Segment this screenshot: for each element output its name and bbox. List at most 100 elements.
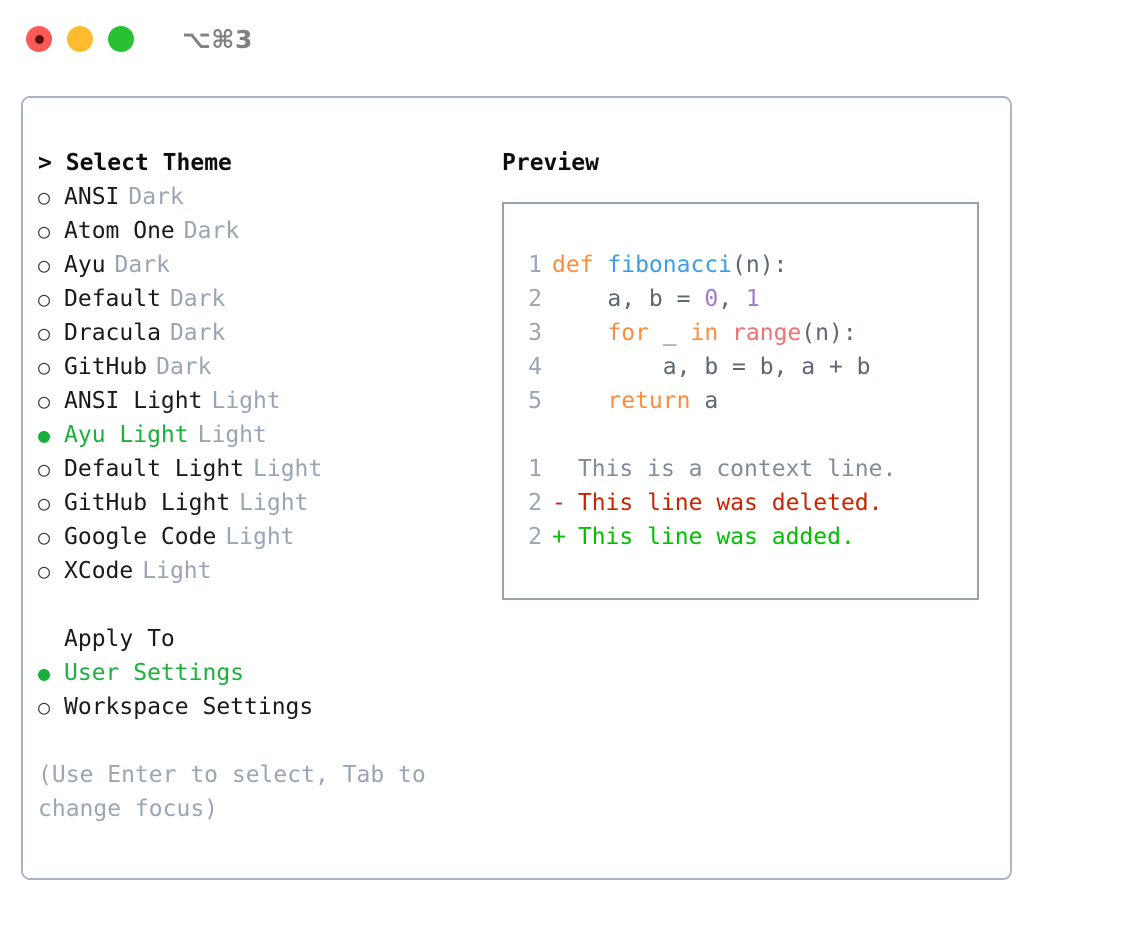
apply-to-item[interactable]: ○ Workspace Settings [38, 690, 488, 724]
radio-unselected-icon[interactable]: ○ [38, 491, 51, 515]
radio-unselected-icon[interactable]: ○ [38, 185, 51, 209]
code-token-kw: for [552, 320, 663, 346]
code-token-fn: fibonacci [607, 252, 733, 278]
code-token-var: a, b = [552, 286, 705, 312]
diff-line: 2- This line was deleted. [504, 486, 977, 520]
code-token-punct: , [718, 286, 746, 312]
theme-list-item[interactable]: ○ ANSI Light Light [38, 384, 488, 418]
theme-kind-badge: Light [142, 558, 212, 584]
radio-selected-icon[interactable]: ● [38, 661, 51, 685]
code-token-var: _ [662, 320, 691, 346]
radio-unselected-icon[interactable]: ○ [38, 525, 51, 549]
line-number: 4 [528, 354, 542, 380]
diff-marker-del: - [552, 490, 566, 516]
code-token-var: a [704, 388, 719, 414]
diff-preview: 1 This is a context line.2- This line wa… [504, 452, 977, 554]
diff-line: 1 This is a context line. [504, 452, 977, 486]
theme-kind-badge: Dark [169, 286, 226, 312]
theme-list-item[interactable]: ○ GitHub Dark [38, 350, 488, 384]
focus-caret-icon: > [38, 150, 52, 176]
theme-kind-badge: Light [253, 456, 323, 482]
diff-text: This line was deleted. [577, 490, 883, 516]
theme-name: Dracula [64, 320, 161, 346]
radio-unselected-icon[interactable]: ○ [38, 253, 51, 277]
apply-to-label-text: User Settings [64, 660, 245, 686]
radio-selected-icon[interactable]: ● [38, 423, 51, 447]
code-token-num: 0 [704, 286, 719, 312]
line-number: 1 [528, 252, 542, 278]
radio-unselected-icon[interactable]: ○ [38, 695, 51, 719]
radio-unselected-icon[interactable]: ○ [38, 355, 51, 379]
code-token-punct: (n): [801, 320, 857, 346]
diff-text: This is a context line. [577, 456, 897, 482]
code-line: 5 return a [504, 384, 977, 418]
apply-to-label-text: Workspace Settings [64, 694, 314, 720]
theme-list-item[interactable]: ● Ayu Light Light [38, 418, 488, 452]
theme-name: XCode [64, 558, 134, 584]
diff-marker-ctx [552, 452, 564, 486]
theme-name: GitHub Light [64, 490, 231, 516]
theme-kind-badge: Light [211, 388, 281, 414]
apply-to-label: Apply To [64, 626, 175, 652]
radio-unselected-icon[interactable]: ○ [38, 287, 51, 311]
code-line: 4 a, b = b, a + b [504, 350, 977, 384]
apply-to-list: ● User Settings ○ Workspace Settings [38, 656, 488, 724]
radio-unselected-icon[interactable]: ○ [38, 457, 51, 481]
apply-to-item[interactable]: ● User Settings [38, 656, 488, 690]
line-number: 5 [528, 388, 542, 414]
theme-name: Ayu Light [64, 422, 189, 448]
code-token-kw: in [690, 320, 733, 346]
radio-unselected-icon[interactable]: ○ [38, 321, 51, 345]
code-token-builtin: range [732, 320, 802, 346]
close-button[interactable] [26, 26, 52, 52]
theme-kind-badge: Light [225, 524, 295, 550]
preview-header: Preview [502, 150, 599, 176]
theme-kind-badge: Light [239, 490, 309, 516]
theme-name: GitHub [64, 354, 148, 380]
code-diff-separator [504, 418, 977, 452]
diff-gap [564, 456, 578, 482]
minimize-button[interactable] [67, 26, 93, 52]
line-number: 2 [528, 286, 542, 312]
theme-kind-badge: Dark [183, 218, 240, 244]
theme-list-item[interactable]: ○ Default Dark [38, 282, 488, 316]
radio-unselected-icon[interactable]: ○ [38, 559, 51, 583]
code-line: 2 a, b = 0, 1 [504, 282, 977, 316]
theme-name: Default Light [64, 456, 245, 482]
theme-list-item[interactable]: ○ GitHub Light Light [38, 486, 488, 520]
keyboard-hint: (Use Enter to select, Tab to change focu… [38, 762, 440, 822]
code-token-kw: return [552, 388, 705, 414]
theme-list-item[interactable]: ○ Google Code Light [38, 520, 488, 554]
diff-line: 2+ This line was added. [504, 520, 977, 554]
theme-kind-badge: Dark [128, 184, 184, 210]
line-number: 1 [528, 456, 542, 482]
line-number: 2 [528, 490, 542, 516]
radio-unselected-icon[interactable]: ○ [38, 219, 51, 243]
theme-list-item[interactable]: ○ XCode Light [38, 554, 488, 588]
theme-kind-badge: Dark [156, 354, 212, 380]
theme-list-item[interactable]: ○ Default Light Light [38, 452, 488, 486]
traffic-lights [26, 26, 134, 52]
theme-kind-badge: Light [197, 422, 267, 448]
diff-gap [564, 524, 578, 550]
code-line: 3 for _ in range(n): [504, 316, 977, 350]
theme-name: Google Code [64, 524, 217, 550]
maximize-button[interactable] [108, 26, 134, 52]
theme-kind-badge: Dark [114, 252, 170, 278]
line-number: 2 [528, 524, 542, 550]
theme-name: ANSI Light [64, 388, 203, 414]
diff-marker-add: + [552, 524, 566, 550]
title-bar: ⌥⌘3 [0, 0, 1140, 78]
radio-unselected-icon[interactable]: ○ [38, 389, 51, 413]
theme-name: Default [64, 286, 161, 312]
